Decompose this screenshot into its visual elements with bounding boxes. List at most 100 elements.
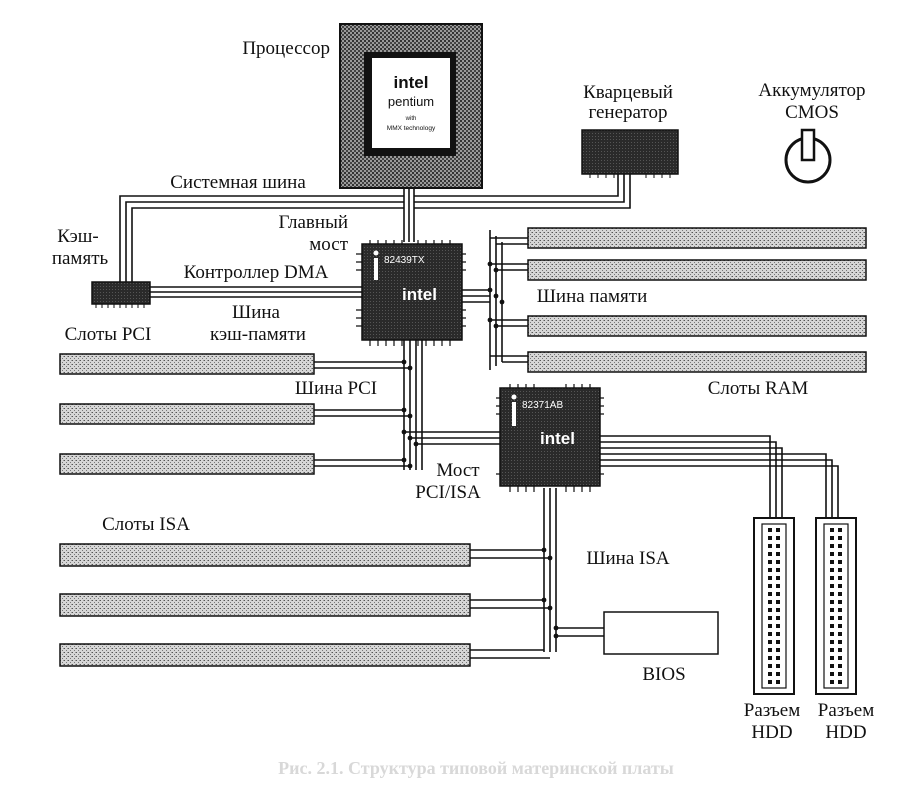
hdd-pin [830, 528, 834, 532]
southbridge-label-1: Мост [436, 460, 480, 481]
hdd-pin [776, 680, 780, 684]
hdd-connector-1[interactable] [753, 517, 795, 695]
hdd-pin [838, 536, 842, 540]
hdd-pin [830, 680, 834, 684]
pci-slots [59, 353, 315, 475]
cache-memory-chip [91, 281, 151, 308]
hdd-pin [830, 664, 834, 668]
system-bus-label: Системная шина [170, 172, 306, 193]
northbridge-label-1: Главный [278, 212, 348, 233]
pci-bus-label: Шина PCI [295, 378, 377, 399]
hdd-pin [768, 544, 772, 548]
isa-slot[interactable] [59, 543, 471, 567]
southbridge-label-2: PCI/ISA [415, 482, 481, 503]
cache-label-2: память [52, 248, 109, 269]
hdd-pin [830, 584, 834, 588]
hdd-pin [776, 584, 780, 588]
hdd-pin [838, 584, 842, 588]
hdd-pin [776, 536, 780, 540]
pci-slot[interactable] [59, 353, 315, 375]
hdd-connector-2[interactable] [815, 517, 857, 695]
hdd-pin [768, 624, 772, 628]
bios-label: BIOS [642, 664, 685, 685]
hdd-pin [830, 592, 834, 596]
hdd-pin [838, 576, 842, 580]
hdd-pin [768, 664, 772, 668]
pci-slots-label: Слоты PCI [65, 324, 152, 345]
hdd-pin [838, 616, 842, 620]
hdd-pin [768, 536, 772, 540]
hdd2-label-1: Разъем [818, 700, 874, 721]
pci-slot[interactable] [59, 403, 315, 425]
cache-bus-label-1: Шина [232, 302, 281, 323]
isa-bus-label: Шина ISA [586, 548, 670, 569]
cache-bus-label-2: кэш-памяти [210, 324, 306, 345]
ram-slot[interactable] [527, 315, 867, 337]
hdd-pin [830, 560, 834, 564]
hdd-pin [838, 568, 842, 572]
quartz-label-1: Кварцевый [583, 82, 673, 103]
dma-controller-label: Контроллер DMA [184, 262, 329, 283]
bios-chip [603, 611, 719, 655]
hdd-pin [838, 664, 842, 668]
cpu-chip: intel pentium with MMX technology [339, 23, 483, 189]
ram-slots-label: Слоты RAM [708, 378, 809, 399]
hdd-pin [768, 592, 772, 596]
hdd-pin [776, 528, 780, 532]
memory-bus-label: Шина памяти [537, 286, 648, 307]
ram-slot[interactable] [527, 227, 867, 249]
hdd-pin [830, 616, 834, 620]
hdd-pin [830, 608, 834, 612]
hdd-pin [768, 656, 772, 660]
cache-label-1: Кэш- [57, 226, 99, 247]
cpu-line2: MMX technology [387, 125, 436, 132]
hdd-pin [776, 648, 780, 652]
cpu-model: pentium [388, 94, 434, 109]
hdd-pin [768, 528, 772, 532]
hdd-pin [830, 568, 834, 572]
battery-label-1: Аккумулятор [758, 80, 865, 101]
hdd-pin [776, 664, 780, 668]
hdd-pin [830, 544, 834, 548]
isa-slot[interactable] [59, 593, 471, 617]
hdd-pin [768, 640, 772, 644]
hdd-pin [838, 624, 842, 628]
hdd-pins [768, 528, 842, 684]
bus-junctions [401, 261, 559, 639]
cpu-line1: with [405, 116, 417, 122]
northbridge-part: 82439TX [384, 255, 425, 266]
quartz-oscillator [581, 129, 679, 178]
hdd-pin [768, 600, 772, 604]
hdd-pin [838, 680, 842, 684]
hdd-pin [768, 672, 772, 676]
hdd-pin [838, 672, 842, 676]
hdd-pin [768, 648, 772, 652]
hdd1-label-1: Разъем [744, 700, 800, 721]
northbridge-brand: intel [402, 285, 437, 304]
hdd-pin [776, 576, 780, 580]
hdd-pin [838, 600, 842, 604]
ram-slot[interactable] [527, 259, 867, 281]
isa-slots-label: Слоты ISA [102, 514, 190, 535]
hdd-pin [838, 552, 842, 556]
hdd-pin [830, 672, 834, 676]
hdd-pin [768, 576, 772, 580]
hdd-pin [776, 560, 780, 564]
hdd2-label-2: HDD [825, 722, 866, 743]
hdd-pin [830, 600, 834, 604]
hdd-pin [838, 592, 842, 596]
hdd-pin [830, 552, 834, 556]
bus-wires [119, 172, 839, 659]
ram-slot[interactable] [527, 351, 867, 373]
northbridge-label-2: мост [309, 234, 348, 255]
northbridge-chip: 82439TX intel [356, 240, 466, 346]
cpu-brand: intel [394, 73, 429, 92]
hdd-pin [830, 656, 834, 660]
hdd-pin [776, 600, 780, 604]
hdd-pin [776, 592, 780, 596]
isa-slot[interactable] [59, 643, 471, 667]
cmos-battery [784, 128, 832, 184]
pci-slot[interactable] [59, 453, 315, 475]
quartz-label-2: генератор [588, 102, 667, 123]
hdd-pin [776, 616, 780, 620]
